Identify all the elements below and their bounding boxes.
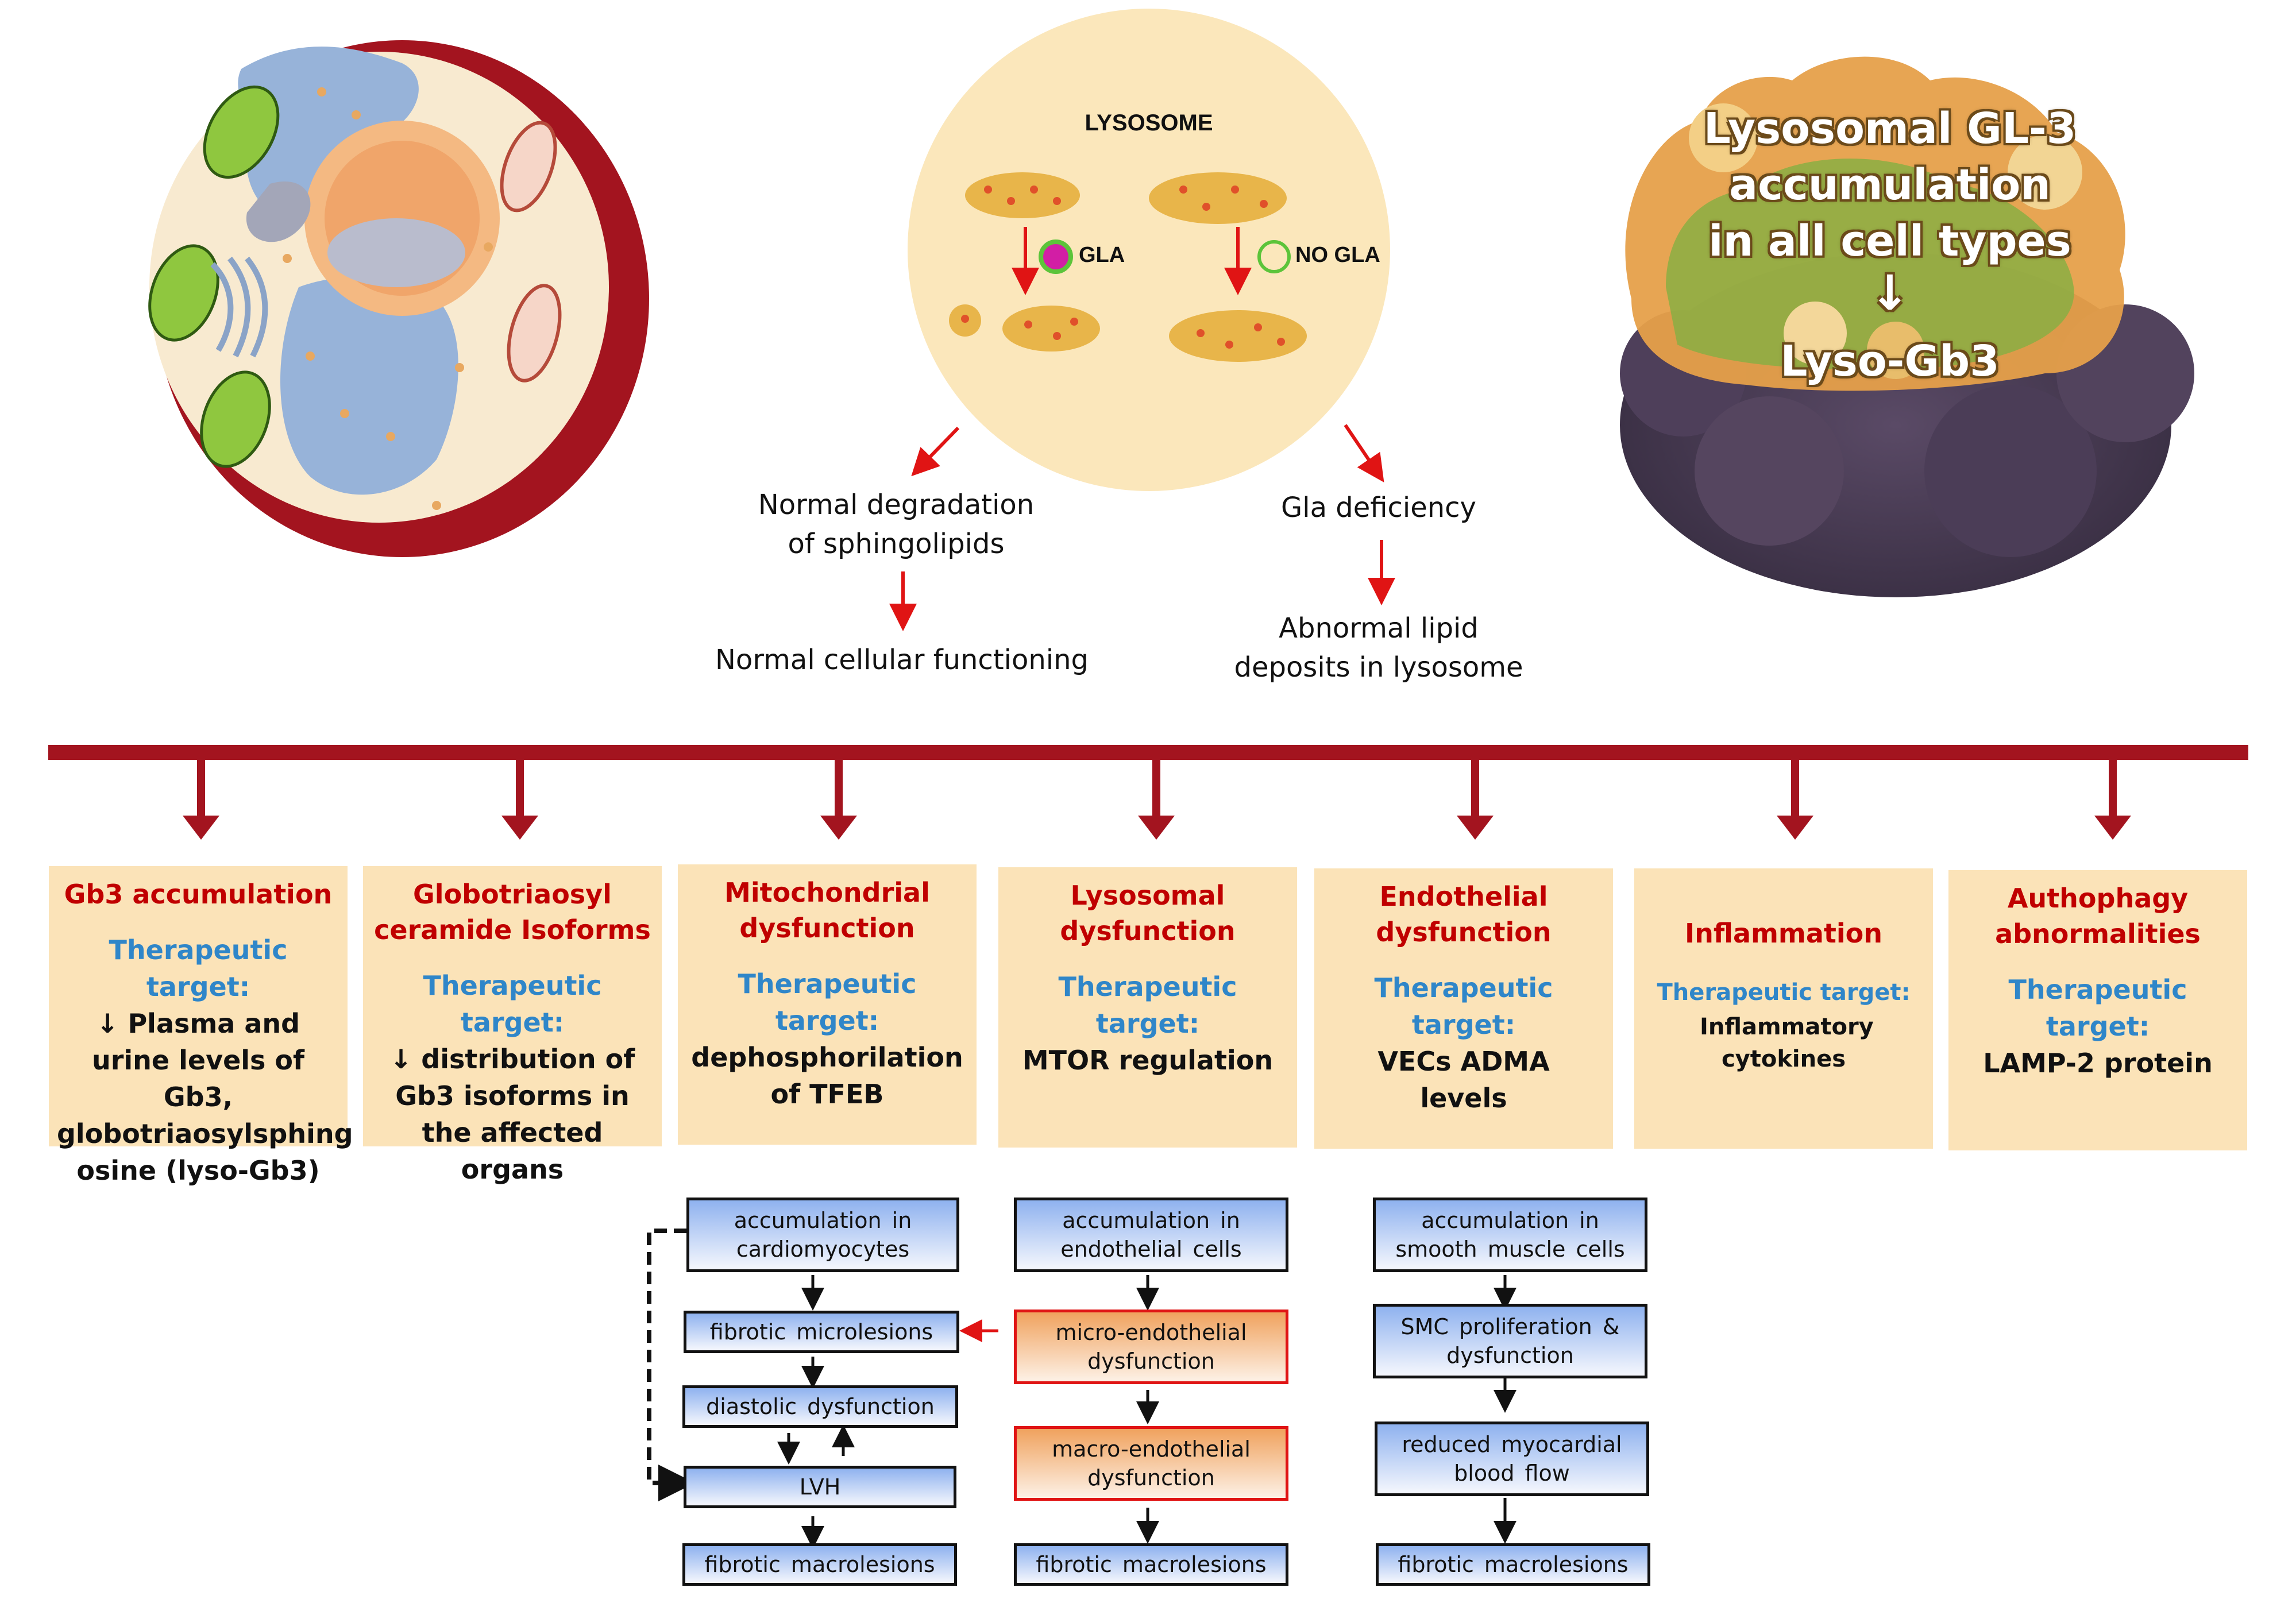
flow-box-lvh: LVH — [684, 1466, 956, 1508]
target-value: LAMP-2 protein — [1983, 1048, 2213, 1079]
gl3-cell — [1620, 56, 2194, 597]
target-value: Inflammatory cytokines — [1700, 1014, 1874, 1072]
normal-degradation-text: Normal degradation of sphingolipids — [758, 489, 1035, 560]
flow-box-smc-proliferation: SMC proliferation & dysfunction — [1373, 1304, 1647, 1378]
abnormal-deposits-text: Abnormal lipid deposits in lysosome — [1234, 612, 1523, 683]
target-value: VECs ADMA levels — [1377, 1046, 1550, 1114]
gla-deficiency-text: Gla deficiency — [1281, 492, 1476, 524]
flow-box-smooth-muscle: accumulation in smooth muscle cells — [1373, 1198, 1647, 1272]
flow-box-fibrotic-macro-2: fibrotic macrolesions — [1014, 1543, 1288, 1586]
target-label: Therapeutic target: — [1657, 979, 1911, 1006]
target-label: Therapeutic target: — [1058, 971, 1237, 1039]
target-title: Authophagy abnormalities — [1995, 883, 2201, 949]
lysosome-circle — [908, 9, 1390, 491]
flow-box-cardiomyocytes: accumulation in cardiomyocytes — [686, 1198, 959, 1272]
gl3-accumulation-text: Lysosomal GL-3 accumulation in all cell … — [1703, 104, 2077, 266]
target-title: Gb3 accumulation — [64, 879, 333, 910]
target-box-endothelial: Endothelial dysfunction Therapeutic targ… — [1314, 868, 1613, 1149]
down-arrow-icon: ↓ — [1869, 265, 1911, 321]
flow-box-diastolic: diastolic dysfunction — [682, 1385, 958, 1428]
target-label: Therapeutic target: — [1374, 972, 1553, 1040]
target-box-inflammation: Inflammation Therapeutic target: Inflamm… — [1634, 868, 1933, 1149]
gla-label: GLA — [1079, 243, 1125, 267]
flow-box-fibrotic-macro-1: fibrotic macrolesions — [682, 1543, 957, 1586]
flow-box-myocardial-flow: reduced myocardial blood flow — [1375, 1422, 1649, 1496]
flow-box-fibrotic-micro: fibrotic microlesions — [684, 1311, 959, 1353]
target-title: Mitochondrial dysfunction — [724, 877, 930, 944]
cell-illustration — [148, 40, 649, 557]
flow-box-macro-endothelial: macro-endothelial dysfunction — [1014, 1426, 1288, 1501]
target-box-mitochondrial: Mitochondrial dysfunction Therapeutic ta… — [678, 864, 977, 1145]
flow-box-micro-endothelial: micro-endothelial dysfunction — [1014, 1310, 1288, 1384]
target-title: Inflammation — [1684, 918, 1882, 949]
lyso-gb3-text: Lyso-Gb3 — [1780, 337, 2000, 386]
target-value: ↓ distribution of Gb3 isoforms in the af… — [389, 1044, 635, 1185]
target-title: Endothelial dysfunction — [1376, 881, 1552, 948]
target-label: Therapeutic target: — [423, 970, 602, 1038]
target-title: Lysosomal dysfunction — [1060, 880, 1236, 947]
target-label: Therapeutic target: — [109, 934, 288, 1002]
target-box-lysosomal: Lysosomal dysfunction Therapeutic target… — [998, 867, 1297, 1148]
target-box-isoforms: Globotriaosyl ceramide Isoforms Therapeu… — [363, 866, 662, 1185]
target-box-autophagy: Authophagy abnormalities Therapeutic tar… — [1948, 870, 2247, 1150]
no-gla-label: NO GLA — [1295, 243, 1380, 267]
flow-box-fibrotic-macro-3: fibrotic macrolesions — [1376, 1543, 1650, 1586]
flow-box-endothelial-cells: accumulation in endothelial cells — [1014, 1198, 1288, 1272]
target-label: Therapeutic target: — [2008, 974, 2187, 1042]
lysosome-title: LYSOSOME — [1085, 110, 1213, 136]
normal-function-text: Normal cellular functioning — [715, 644, 1089, 676]
target-value: MTOR regulation — [1022, 1045, 1274, 1076]
target-title: Globotriaosyl ceramide Isoforms — [374, 879, 651, 945]
target-box-gb3: Gb3 accumulation Therapeutic target: ↓ P… — [49, 866, 353, 1186]
target-value: dephosphorilation of TFEB — [691, 1042, 963, 1110]
target-label: Therapeutic target: — [738, 968, 917, 1036]
target-value: ↓ Plasma and urine levels of Gb3, globot… — [57, 1008, 353, 1186]
